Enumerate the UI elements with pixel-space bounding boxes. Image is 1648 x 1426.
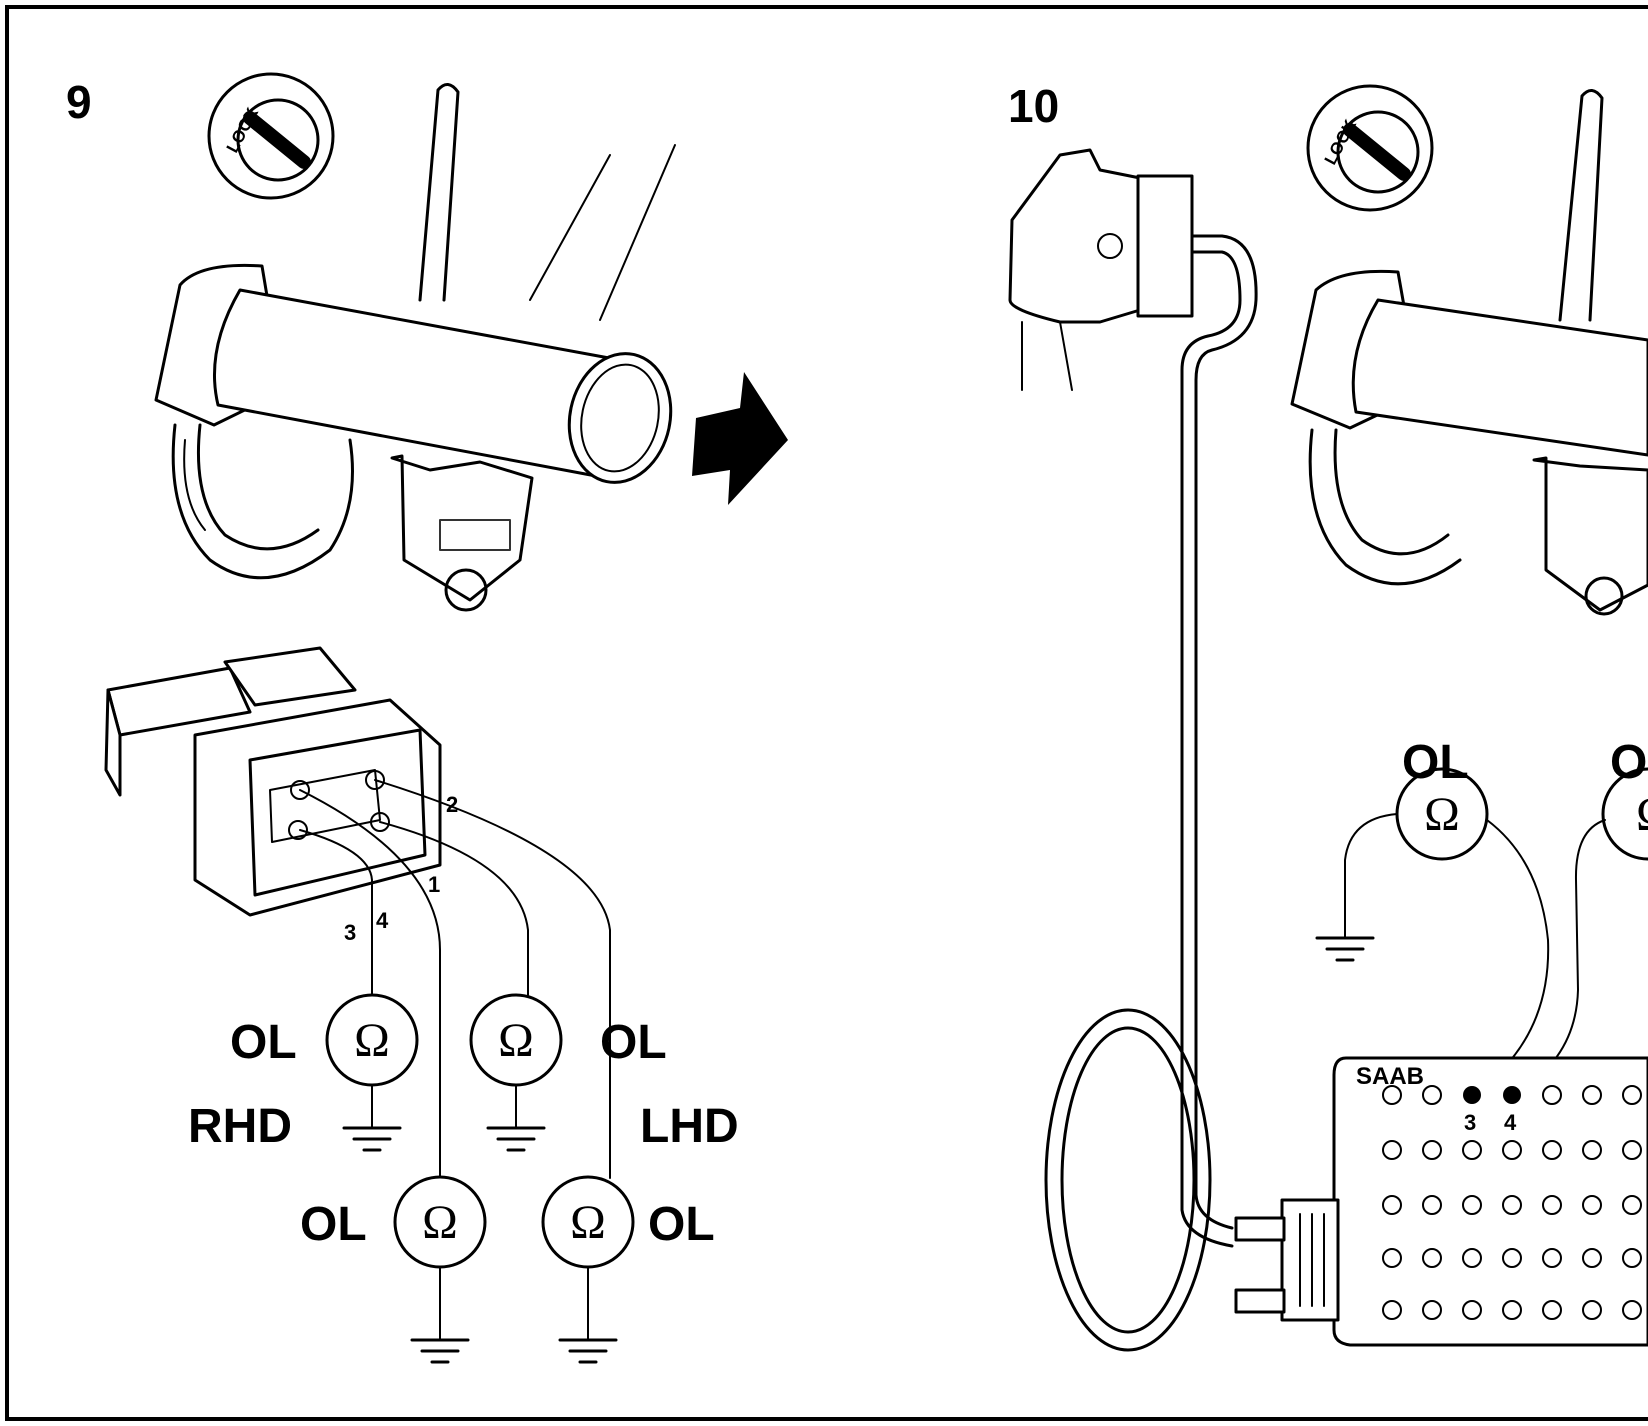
steering-column — [418, 83, 676, 321]
test-lead-pin-4 — [1511, 819, 1606, 1096]
box-pin-hole — [1422, 1248, 1442, 1268]
reading-left: OL — [1402, 736, 1469, 789]
steering-column — [1558, 89, 1604, 322]
tool-tube — [213, 288, 673, 484]
box-pin-hole — [1382, 1195, 1402, 1215]
ohm-symbol: Ω — [570, 1196, 606, 1249]
wire-pin-4 — [299, 789, 441, 1179]
reading-lhd-upper: OL — [600, 1016, 667, 1069]
ohm-meter-rhd-upper: Ω — [325, 993, 419, 1087]
box-pin-hole — [1382, 1085, 1402, 1105]
cable-loop-inner — [1060, 1026, 1196, 1334]
ohm-meter-lhd-lower: Ω — [541, 1175, 635, 1269]
cable-loop — [1044, 1008, 1212, 1352]
box-pin-hole — [1462, 1140, 1482, 1160]
box-pin-label-3: 3 — [1464, 1110, 1476, 1135]
ohm-symbol: Ω — [1636, 788, 1648, 841]
box-pin-hole — [1422, 1085, 1442, 1105]
ground-icon — [1315, 813, 1398, 962]
box-pin-hole — [1502, 1300, 1522, 1320]
figure-frame — [5, 5, 1648, 1421]
box-pin-hole — [1622, 1085, 1642, 1105]
box-pin-hole — [1622, 1300, 1642, 1320]
step-number-10: 10 — [1008, 80, 1059, 132]
ohm-symbol: Ω — [422, 1196, 458, 1249]
box-pin-hole — [1542, 1085, 1562, 1105]
rhd-label: RHD — [188, 1100, 292, 1153]
box-pin-label-4: 4 — [1504, 1110, 1517, 1135]
ground-icon — [342, 1084, 402, 1152]
box-pin-hole — [1582, 1140, 1602, 1160]
ohm-symbol: Ω — [354, 1014, 390, 1067]
box-pin-hole — [1502, 1195, 1522, 1215]
remove-arrow-icon — [692, 372, 788, 505]
reading-rhd-upper: OL — [230, 1016, 297, 1069]
ohm-meter-lhd-upper: Ω — [469, 993, 563, 1087]
adapter-cable-inner — [1180, 250, 1242, 1248]
ground-icon — [486, 1084, 546, 1152]
box-pin-hole — [1382, 1248, 1402, 1268]
box-pin-hole — [1422, 1140, 1442, 1160]
box-pin-hole — [1622, 1195, 1642, 1215]
box-pin-hole — [1582, 1300, 1602, 1320]
control-module — [1532, 456, 1648, 616]
tool-tube — [1351, 298, 1648, 457]
ignition-lock-icon: LOCK — [1306, 84, 1434, 212]
ohm-meter-rhd-lower: Ω — [393, 1175, 487, 1269]
control-module — [390, 454, 534, 612]
wire-pin-2 — [374, 779, 611, 1179]
box-pin-hole — [1582, 1248, 1602, 1268]
test-lead-pin-3 — [1471, 819, 1550, 1096]
wire-pin-1 — [379, 821, 529, 996]
box-pin-hole — [1582, 1085, 1602, 1105]
box-pin-hole — [1502, 1140, 1522, 1160]
box-pin-hole — [1422, 1195, 1442, 1215]
box-pin-hole — [1622, 1248, 1642, 1268]
ohm-meter-right: Ω — [1601, 767, 1648, 861]
lhd-label: LHD — [640, 1100, 739, 1153]
box-pin-hole — [1582, 1195, 1602, 1215]
box-pin-hole — [1382, 1300, 1402, 1320]
test-adapter-plug — [1008, 148, 1194, 391]
box-pin-hole — [1462, 1300, 1482, 1320]
box-pin-hole — [1622, 1140, 1642, 1160]
ground-icon — [410, 1266, 470, 1364]
box-pin-hole — [1422, 1300, 1442, 1320]
wire-pin-3 — [299, 829, 373, 996]
ignition-lock-icon: LOCK — [207, 72, 335, 200]
saab-breakout-box: SAAB 3 4 — [1332, 1056, 1648, 1347]
breakout-box-plug — [1234, 1198, 1340, 1322]
panel-10: 10 LOCK — [1008, 80, 1648, 1352]
box-pin-hole — [1542, 1248, 1562, 1268]
ohm-symbol: Ω — [1424, 788, 1460, 841]
adapter-cable — [1190, 234, 1258, 1230]
box-pin-hole — [1542, 1140, 1562, 1160]
box-pin-hole — [1542, 1195, 1562, 1215]
box-pin-hole — [1502, 1248, 1522, 1268]
box-pin-grid — [1382, 1085, 1642, 1320]
reading-rhd-lower: OL — [300, 1198, 367, 1251]
reading-right: O — [1610, 736, 1647, 789]
panel-9: 9 LOCK — [66, 72, 788, 1364]
box-pin-hole — [1382, 1140, 1402, 1160]
four-pin-connector — [104, 646, 442, 917]
box-pin-hole — [1462, 1195, 1482, 1215]
ohm-symbol: Ω — [498, 1014, 534, 1067]
pin-label-3: 3 — [344, 920, 356, 945]
ground-icon — [558, 1266, 618, 1364]
box-pin-hole — [1462, 1248, 1482, 1268]
reading-lhd-lower: OL — [648, 1198, 715, 1251]
pin-label-2: 2 — [446, 792, 458, 817]
pin-label-4: 4 — [376, 908, 389, 933]
step-number-9: 9 — [66, 76, 92, 128]
pin-label-1: 1 — [428, 872, 440, 897]
box-pin-hole — [1542, 1300, 1562, 1320]
